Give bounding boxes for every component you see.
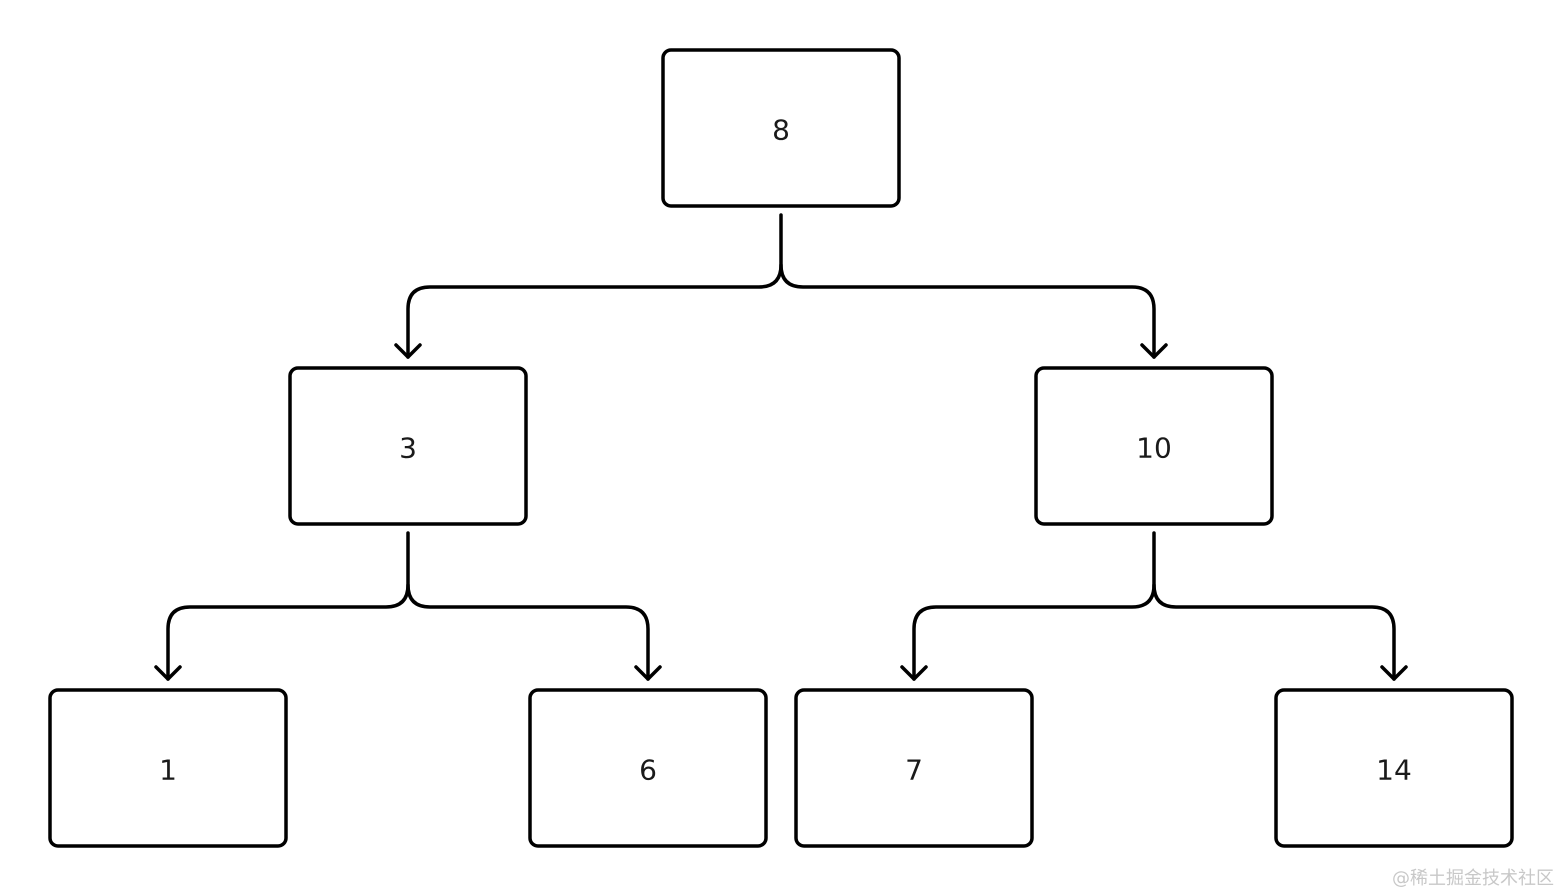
edges-from-node-10: [900, 531, 1408, 681]
arrowhead-to-14: [1380, 665, 1408, 681]
tree-node-3: 3: [288, 366, 528, 526]
node-label: 3: [399, 432, 417, 465]
node-label: 7: [905, 754, 923, 787]
node-label: 1: [159, 754, 177, 787]
watermark: @稀土掘金技术社区: [1392, 868, 1554, 889]
tree-node-10: 10: [1034, 366, 1274, 526]
node-label: 10: [1136, 432, 1172, 465]
tree-node-14: 14: [1274, 688, 1514, 848]
arrowhead-to-7: [900, 665, 928, 681]
edge-10-to-14: [1152, 583, 1396, 681]
node-label: 6: [639, 754, 657, 787]
node-box: [1034, 366, 1274, 526]
arrowhead-to-3: [394, 343, 422, 359]
node-box: [794, 688, 1034, 848]
node-box: [48, 688, 288, 848]
node-box: [661, 48, 901, 208]
node-box: [528, 688, 768, 848]
edge-10-to-7: [912, 531, 1156, 681]
edge-3-to-1: [166, 531, 410, 681]
tree-node-6: 6: [528, 688, 768, 848]
edge-3-to-6: [406, 583, 650, 681]
tree-node-7: 7: [794, 688, 1034, 848]
arrowhead-to-10: [1140, 343, 1168, 359]
node-box: [288, 366, 528, 526]
tree-node-1: 1: [48, 688, 288, 848]
node-label: 14: [1376, 754, 1412, 787]
node-label: 8: [772, 114, 790, 147]
edge-8-to-3: [406, 213, 783, 359]
edges-from-node-3: [154, 531, 662, 681]
edges-from-node-8: [394, 213, 1168, 359]
node-box: [1274, 688, 1514, 848]
arrowhead-to-6: [634, 665, 662, 681]
tree-node-8: 8: [661, 48, 901, 208]
edge-8-to-10: [779, 263, 1156, 359]
arrowhead-to-1: [154, 665, 182, 681]
